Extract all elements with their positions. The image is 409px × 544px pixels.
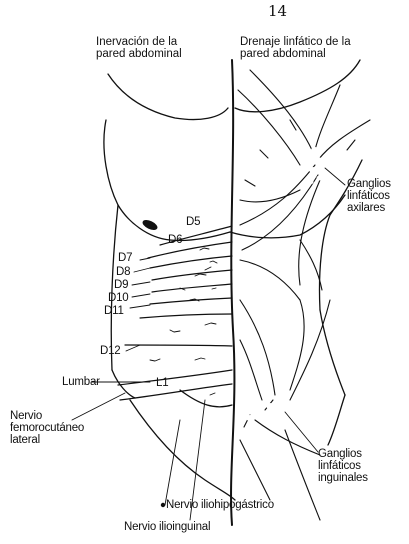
midline bbox=[231, 60, 234, 525]
femorocutaneous-line3: lateral bbox=[10, 434, 100, 446]
left-panel-title: Inervación de la pared abdominal bbox=[96, 36, 216, 60]
label-d11: D11 bbox=[104, 305, 124, 317]
label-d8: D8 bbox=[116, 266, 130, 278]
label-d9: D9 bbox=[114, 279, 128, 291]
right-title-line2: pared abdominal bbox=[240, 48, 400, 60]
label-ilioinguinal-nerve: Nervio ilioinguinal bbox=[124, 521, 210, 533]
label-d12: D12 bbox=[100, 345, 121, 357]
label-axillary-lymph-nodes: Ganglios linfáticos axilares bbox=[347, 178, 409, 214]
right-title-line1: Drenaje linfático de la bbox=[240, 36, 400, 48]
label-d7: D7 bbox=[118, 252, 132, 264]
label-l1: L1 bbox=[156, 377, 168, 389]
label-iliohypogastric-nerve: Nervio iliohipogástrico bbox=[166, 499, 274, 511]
inguinal-line1: Ganglios bbox=[318, 448, 398, 460]
pointer-dot bbox=[161, 503, 165, 507]
label-leaders bbox=[72, 258, 205, 520]
label-lumbar: Lumbar bbox=[62, 376, 100, 388]
left-title-line2: pared abdominal bbox=[96, 48, 216, 60]
femorocutaneous-line1: Nervio bbox=[10, 410, 100, 422]
axillary-line3: axilares bbox=[347, 202, 409, 214]
dermatome-bands bbox=[118, 226, 232, 400]
label-femorocutaneous-nerve: Nervio femorocutáneo lateral bbox=[10, 410, 100, 446]
label-inguinal-lymph-nodes: Ganglios linfáticos inguinales bbox=[318, 448, 398, 484]
femorocutaneous-line2: femorocutáneo bbox=[10, 422, 100, 434]
label-d6: D6 bbox=[168, 234, 182, 246]
label-d5: D5 bbox=[186, 216, 200, 228]
nerve-fibers bbox=[150, 248, 217, 395]
axillary-line2: linfáticos bbox=[347, 190, 409, 202]
right-panel-title: Drenaje linfático de la pared abdominal bbox=[240, 36, 400, 60]
axillary-line1: Ganglios bbox=[347, 178, 409, 190]
inguinal-line2: linfáticos bbox=[318, 460, 398, 472]
page-number: 14 bbox=[268, 2, 287, 20]
inguinal-line3: inguinales bbox=[318, 472, 398, 484]
label-d10: D10 bbox=[108, 292, 129, 304]
lymph-leaders bbox=[285, 168, 345, 452]
inguinal-lymph-nodes bbox=[237, 401, 285, 435]
left-title-line1: Inervación de la bbox=[96, 36, 216, 48]
